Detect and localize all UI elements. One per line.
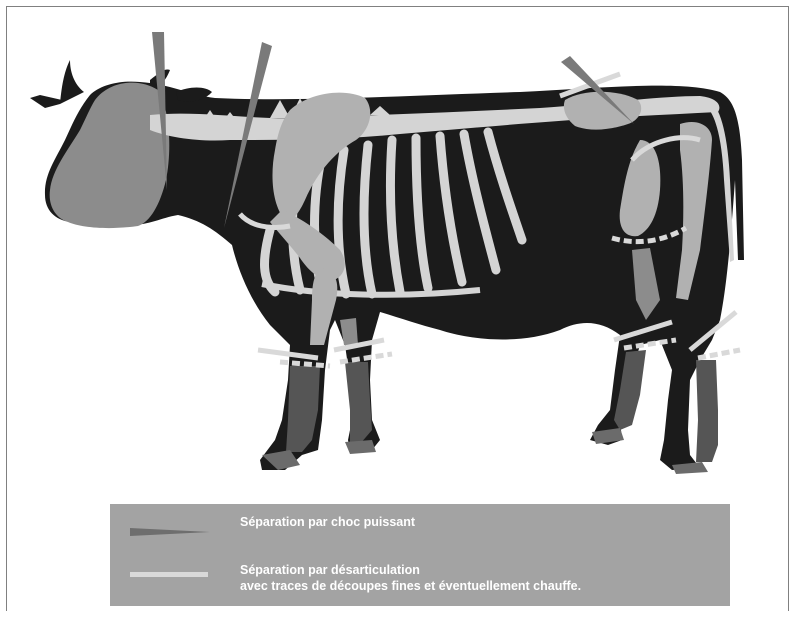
front-forearm-bone — [310, 268, 337, 345]
legend-item-disarticulation-detail: avec traces de découpes fines et éventue… — [240, 579, 581, 594]
legend-item-disarticulation-label: Séparation par désarticulation — [240, 563, 420, 578]
skull-bone — [50, 83, 170, 229]
legend-item-shock-label: Séparation par choc puissant — [240, 515, 415, 530]
hind-cannon-near — [696, 360, 718, 462]
front-hoof-far — [345, 440, 376, 454]
legend-box: Séparation par choc puissant Séparation … — [110, 504, 730, 606]
horn-left — [60, 60, 84, 104]
disarticulation-bar-icon — [130, 572, 208, 577]
cow-skeleton-diagram — [0, 0, 794, 500]
front-forearm-bone-far — [340, 318, 358, 345]
front-cannon-far — [345, 362, 372, 444]
